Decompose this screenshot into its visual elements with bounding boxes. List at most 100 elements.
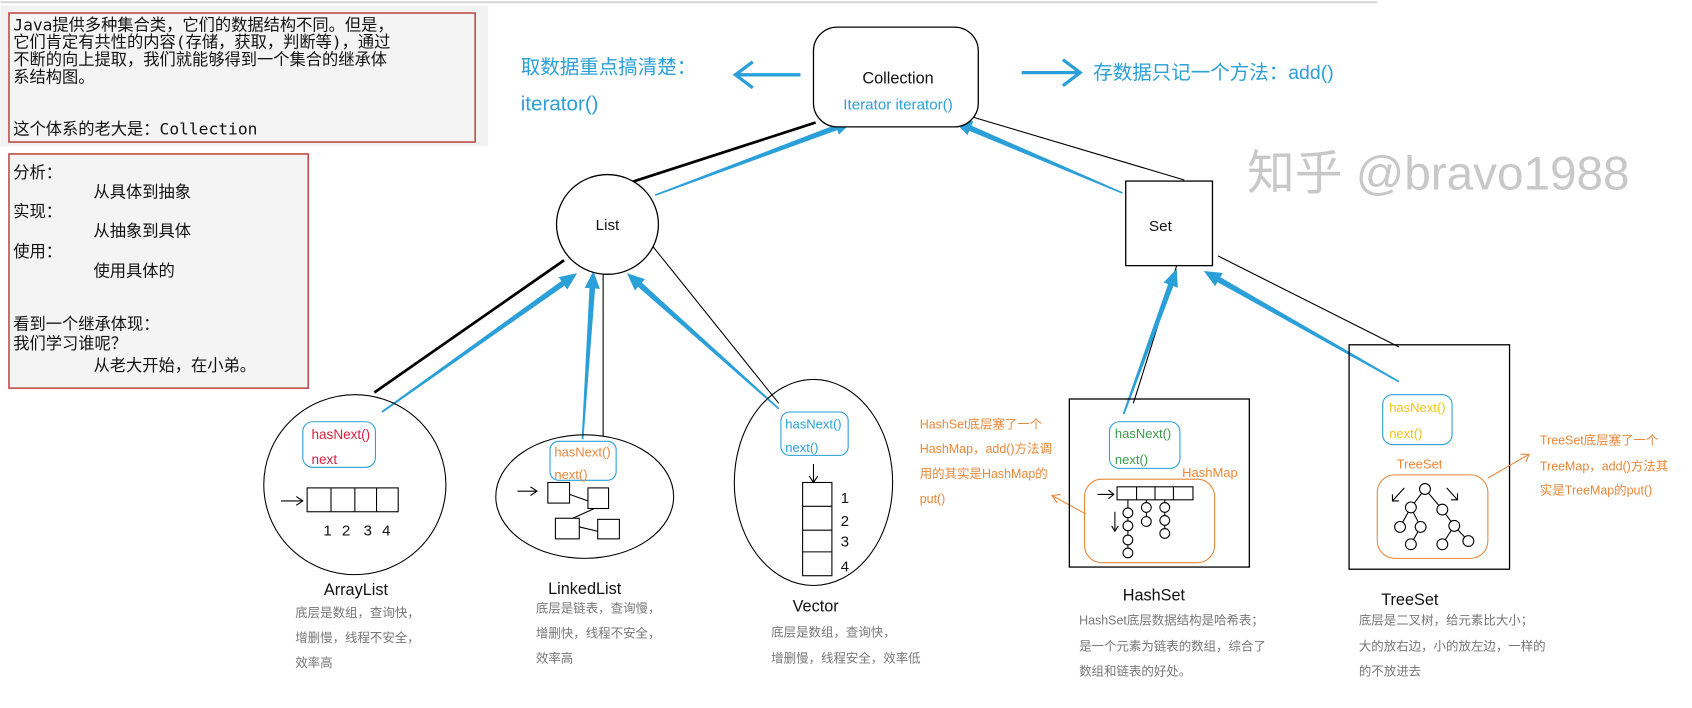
linkedlist-node[interactable]: hasNext() next() [495,434,675,559]
watermark: 知乎 @bravo1988 [1247,148,1629,201]
inheritance-arrow-icon [1122,268,1178,415]
iter-hasnext: hasNext() [785,416,841,431]
set-node[interactable]: Set [1125,180,1214,267]
analysis-label: 分析： [13,163,62,182]
get-data-note: 取数据重点搞清楚： [521,57,697,79]
arrow-right-icon [1097,489,1115,500]
treeset-desc: 底层是二叉树，给元素比大小； [1359,613,1533,628]
inheritance-arrow-icon [1203,271,1400,383]
index-label: 1 [841,490,849,507]
iter-hasnext: hasNext() [311,427,370,442]
hashset-node[interactable]: hasNext() next() HashMap [1068,398,1250,568]
iter-next: next() [1389,426,1422,441]
collection-node[interactable]: Collection Iterator iterator() [812,26,979,128]
inheritance-arrow-icon [626,273,780,410]
list-node[interactable]: List [555,173,660,275]
stack-cells [802,481,833,577]
intro-line: 不断的向上提取，我们就能够得到一个集合的继承体 [13,50,387,69]
list-title: List [596,217,620,234]
linkedlist-desc: 底层是链表，查询慢， [536,601,661,616]
hierarchy-lines [373,116,1400,436]
vector-desc: 增删慢，线程安全，效率低 [771,650,921,665]
arrow-down-right-icon [1446,487,1459,501]
learn-line: 从老大开始，在小弟。 [94,356,257,375]
arrow-down-icon [808,464,819,484]
inheritance-arrow-icon [654,120,853,196]
arraylist-node[interactable]: hasNext() next 1 2 3 4 [263,394,447,576]
treeset-title: TreeSet [1381,591,1439,609]
treeset-note: 实是TreeMap的put() [1540,482,1652,497]
hashset-desc: 是一个元素为链表的数组，综合了 [1079,639,1266,654]
inheritance-arrow-icon [381,273,578,413]
index-label: 2 [342,523,350,540]
arraylist-desc: 底层是数组，查询快， [295,605,420,620]
linkedlist-desc: 增删快，线程不安全， [536,626,661,641]
right-arrow-icon [1021,58,1083,87]
left-arrow-icon [732,60,801,90]
treeset-note: TreeMap，add()方法其 [1540,459,1668,474]
index-label: 4 [382,523,390,540]
arraylist-title: ArrayList [324,581,389,599]
learn-line: 看到一个继承体现： [13,315,159,334]
index-label: 3 [364,523,372,540]
hashset-note: put() [920,492,946,506]
analysis-value: 从具体到抽象 [94,182,192,201]
iter-next: next() [1115,452,1148,467]
intro-note: Java提供多种集合类，它们的数据结构不同。但是， 它们肯定有共性的内容(存储，… [0,5,489,147]
hashmap-label: HashMap [1182,465,1238,480]
analysis-note: 分析： 从具体到抽象 实现： 从抽象到具体 使用： 使用具体的 看到一个继承体现… [8,153,310,389]
iter-next: next() [785,440,818,455]
arrow-right-icon [281,496,304,506]
use-label: 使用： [13,242,62,261]
arrow-right-icon [517,486,538,496]
iter-hasnext: hasNext() [1389,400,1445,415]
treeset-note: TreeSet底层塞了一个 [1540,433,1659,448]
index-label: 2 [841,513,849,530]
iter-hasnext: hasNext() [1115,426,1171,441]
index-label: 1 [323,523,331,540]
inheritance-arrow-icon [954,121,1123,194]
arrow-down-icon [1111,511,1119,533]
hashset-title: HashSet [1123,587,1186,605]
collection-method: Iterator iterator() [843,97,953,114]
use-value: 使用具体的 [94,261,175,280]
treeset-inner-label: TreeSet [1397,456,1443,471]
array-cells [306,487,399,513]
linked-nodes [547,481,620,540]
collection-title: Collection [862,69,933,87]
intro-line: Java提供多种集合类，它们的数据结构不同。但是， [13,15,393,34]
intro-line: 它们肯定有共性的内容(存储，获取，判断等)，通过 [13,33,390,52]
hashset-note: HashMap，add()方法调 [920,441,1052,456]
treeset-desc: 大的放右边，小的放左边，一样的 [1359,639,1546,654]
get-data-method: iterator() [521,93,599,116]
arraylist-desc: 效率高 [295,655,332,670]
hashset-desc: HashSet底层数据结构是哈希表； [1079,613,1264,628]
hashset-desc: 数组和链表的好处。 [1079,663,1191,678]
set-title: Set [1149,218,1173,235]
index-label: 4 [841,558,849,575]
binary-tree [1394,483,1475,551]
iter-next: next [311,452,337,467]
iter-next: next() [554,467,587,482]
note-pointer-arrow-icon [1487,453,1530,479]
vector-node[interactable]: hasNext() next() 1 2 3 4 [733,378,894,587]
iter-hasnext: hasNext() [554,444,610,459]
intro-line: 系结构图。 [13,67,94,86]
arraylist-desc: 增删慢，线程不安全， [295,630,420,645]
intro-root-line: 这个体系的老大是：Collection [13,119,257,138]
hashset-note: 用的其实是HashMap的 [920,466,1048,481]
impl-label: 实现： [13,202,62,221]
index-label: 3 [841,533,849,550]
learn-line: 我们学习谁呢？ [13,334,127,353]
vector-title: Vector [793,598,840,616]
vector-desc: 底层是数组，查询快， [771,624,896,639]
treeset-node[interactable]: hasNext() next() TreeSet [1348,344,1511,570]
linkedlist-title: LinkedList [548,580,622,598]
hash-buckets [1116,486,1194,559]
inheritance-arrow-icon [581,271,600,440]
linkedlist-desc: 效率高 [536,650,573,665]
hashset-note: HashSet底层塞了一个 [920,416,1043,431]
store-data-note: 存数据只记一个方法：add() [1093,62,1334,84]
arrow-down-left-icon [1391,487,1405,502]
